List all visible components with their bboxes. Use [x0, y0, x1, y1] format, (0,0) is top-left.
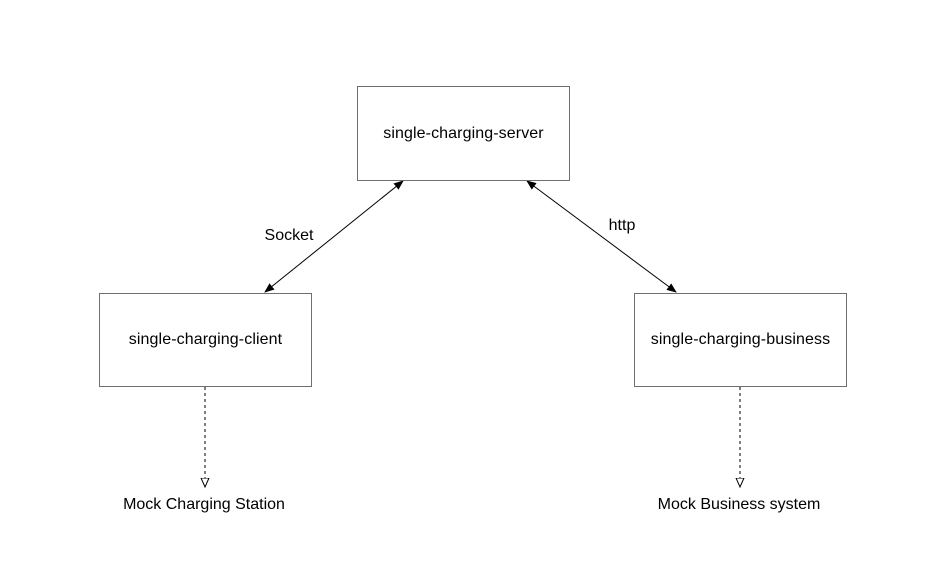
- mock-business-system-label: Mock Business system: [657, 496, 821, 513]
- client-node: single-charging-client: [99, 293, 312, 387]
- business-node: single-charging-business: [634, 293, 847, 387]
- http-connector: [526, 180, 677, 293]
- socket-connector-label: Socket: [264, 227, 314, 244]
- mock-charging-station-label: Mock Charging Station: [123, 496, 285, 513]
- http-connector-label: http: [608, 217, 636, 234]
- server-node-label: single-charging-server: [383, 124, 544, 142]
- socket-connector: [264, 180, 404, 293]
- business-node-label: single-charging-business: [650, 331, 831, 348]
- server-node: single-charging-server: [357, 86, 570, 181]
- client-node-label: single-charging-client: [128, 331, 283, 348]
